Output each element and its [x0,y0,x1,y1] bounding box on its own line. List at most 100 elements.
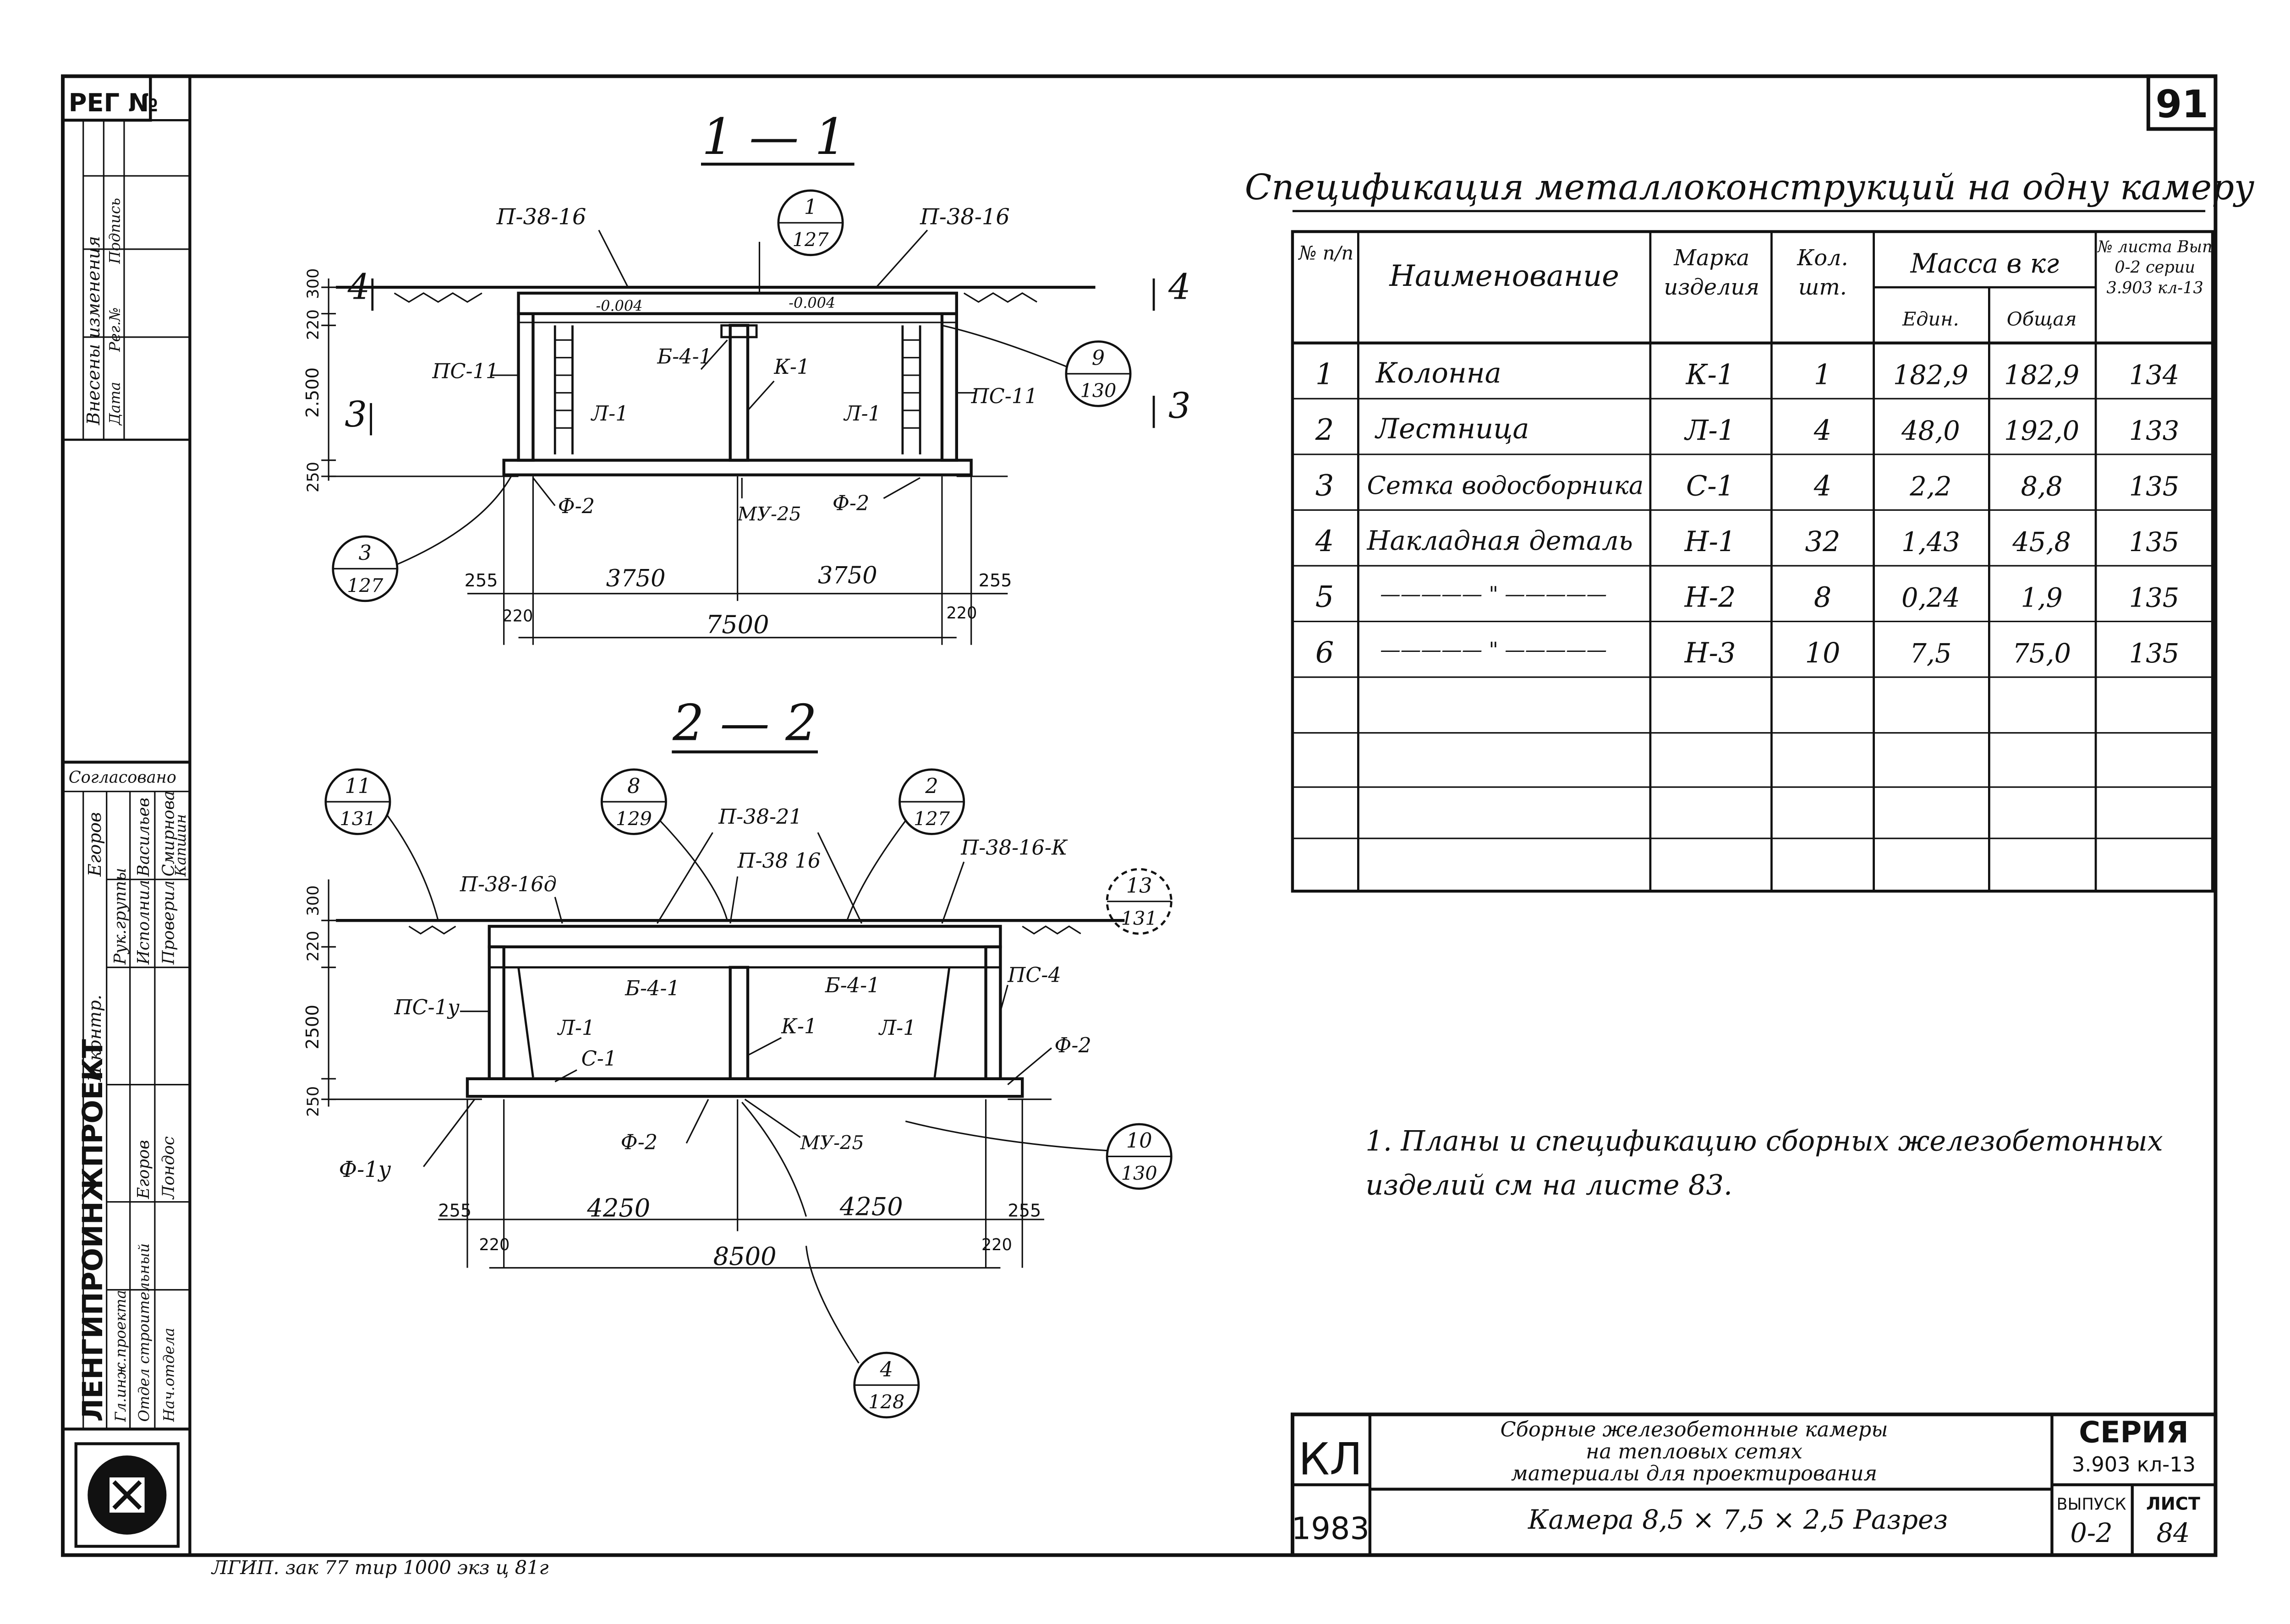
s1-dim-v0: 300 [304,268,323,299]
spec-row-5-total: 1,9 [2021,582,2063,613]
spec-row-5-unit: 0,24 [1901,582,1960,613]
spec-row-1-total: 182,9 [2004,360,2079,390]
s2-label-f-left: Ф-1у [339,1157,391,1182]
s2-callout-8-top: 8 [627,774,640,798]
stamp-sub-reg: Рег.№ [106,307,123,352]
stamp-sign-3: Исполнил [134,880,153,965]
s2-label-ps-right: ПС-4 [1007,963,1061,987]
s2-callout-4-top: 4 [880,1357,893,1381]
s2-dim-h0: 255 [438,1200,471,1221]
spec-row-2-name: Лестница [1375,413,1529,445]
s2-dim-h1: 4250 [586,1193,650,1222]
s1-callout-3: 3 127 [332,476,512,602]
s1-dim-total: 7500 [706,610,769,639]
s2-callout-10: 10 130 [905,1121,1172,1190]
s2-label-ps-left: ПС-1у [394,995,460,1019]
spec-header-num: № п/п [1298,243,1354,266]
spec-row-1-qty: 1 [1814,359,1832,391]
s2-callout-8-bottom: 129 [616,807,652,830]
s1-label-k: К-1 [773,355,810,379]
s2-callout-2: 2 127 [846,768,965,921]
s2-callout-13-bottom: 131 [1121,907,1157,930]
s2-dim-total: 8500 [713,1242,777,1271]
s2-label-b2: Б-4-1 [825,973,880,997]
spec-row-3-mark: С-1 [1686,470,1734,502]
sheet-border [61,74,2218,1557]
stamp-org: ЛЕНГИПРОИНЖПРОЕКТ [77,1039,109,1422]
tb-kl: КЛ [1298,1433,1363,1485]
spec-row-5-n: 5 [1315,580,1334,614]
s2-callout-2-bottom: 127 [914,807,950,830]
org-logo [74,1442,180,1548]
s2-label-b1: Б-4-1 [625,976,680,1000]
s1-label-f-right: Ф-2 [833,491,869,515]
s2-label-p-right: П-38-16-К [960,836,1068,859]
stamp-sign-0: Егоров [85,812,105,877]
s1-dim-v1: 220 [304,309,323,340]
s1-mark4-right: 4 [1168,267,1191,308]
stamp-name-2: Капшин [172,814,189,877]
spec-row-2-n: 2 [1315,413,1334,447]
stamp-name-1: Смирнова [159,791,178,876]
table-row: 3 Сетка водосборника С-1 4 2,2 8,8 135 [1315,469,2180,503]
side-stamp: РЕГ № Внесены изменения Дата Рег.№ Подпи… [61,75,190,1548]
spec-row-4-mark: Н-1 [1684,526,1736,558]
s2-dim-s0: 220 [479,1236,510,1254]
s2-callout-4: 4 128 [741,1101,920,1419]
spec-header-name: Наименование [1389,258,1619,293]
s2-callout-8: 8 129 [600,768,728,921]
sheet-number: 91 [2155,82,2208,126]
s2-label-p-left: П-38-16д [460,872,557,896]
s1-label-b: Б-4-1 [657,344,712,368]
s2-callout-13: 13 131 [1106,868,1172,935]
spec-row-5-mark: Н-2 [1684,581,1736,613]
spec-row-3-sheet: 135 [2129,471,2179,502]
s2-dim-v3: 250 [304,1086,323,1117]
s2-dim-v1: 220 [304,931,323,962]
s2-label-f-right: Ф-2 [1054,1033,1091,1057]
stamp-sign-2: Рук.группы [111,868,130,965]
tb-line-3: материалы для проектирования [1511,1461,1877,1485]
spec-row-2-unit: 48,0 [1901,416,1960,446]
s1-dim-h3: 255 [979,570,1012,591]
s1-dim-h0: 255 [465,570,498,591]
stamp-sign-1: Н.контр. [85,995,105,1082]
spec-row-1-n: 1 [1315,357,1334,391]
s1-dim-v3: 250 [304,462,323,492]
s2-callout-10-bottom: 130 [1121,1162,1157,1184]
spec-row-6-total: 75,0 [2012,638,2071,669]
stamp-role-2: Нач.отдела [160,1328,177,1422]
s2-callout-2-top: 2 [925,774,938,798]
s2-label-p-mid2: П-38 16 [737,849,821,873]
spec-row-2-sheet: 133 [2129,416,2179,446]
spec-row-2-mark: Л-1 [1684,415,1735,447]
s2-callout-13-top: 13 [1126,874,1152,897]
s2-callout-11-top: 11 [345,774,371,798]
stamp-sub-sign: Подпись [106,198,123,264]
s1-label-p-left: П-38-16 [496,204,586,230]
s2-label-p-mid: П-38-21 [718,805,802,829]
spec-row-5-qty: 8 [1814,581,1832,613]
reg-label: РЕГ № [69,88,158,117]
title-block: КЛ 1983 Сборные железобетонные камеры на… [1290,1412,2218,1557]
s2-label-k: К-1 [781,1015,817,1039]
s2-label-l-left: Л-1 [557,1016,595,1040]
spec-row-4-n: 4 [1315,525,1334,558]
stamp-sign-4: Проверил [159,880,178,965]
note-line-1: 1. Планы и спецификацию сборных железобе… [1365,1125,2163,1157]
stamp-change-header: Внесены изменения [83,236,104,426]
spec-header-unit: Един. [1902,307,1959,330]
spec-row-3-name: Сетка водосборника [1367,471,1644,500]
s2-callout-11-bottom: 131 [340,807,376,830]
spec-header-total: Общая [2007,307,2077,330]
table-row: 4 Накладная деталь Н-1 32 1,43 45,8 135 [1315,525,2180,558]
tb-line-2: на тепловых сетях [1586,1439,1802,1463]
section-1-title: 1 — 1 [702,108,846,166]
spec-row-4-qty: 32 [1805,526,1840,558]
spec-row-4-sheet: 135 [2129,527,2179,558]
s2-label-mu: МУ-25 [800,1131,864,1154]
s1-callout-9-top: 9 [1092,346,1105,370]
s1-label-l-right: Л-1 [843,402,881,426]
spec-row-4-total: 45,8 [2012,527,2071,558]
